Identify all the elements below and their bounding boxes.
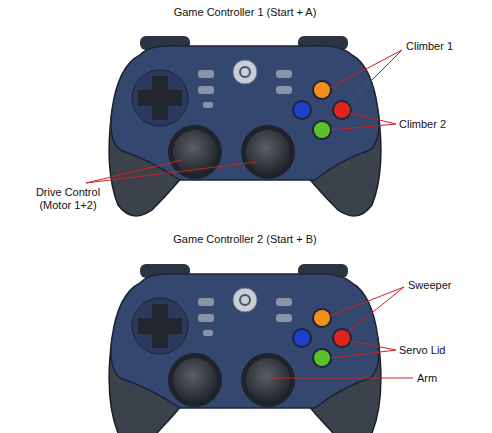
controller-title: Game Controller 2 (Start + B) — [173, 233, 316, 246]
leader-lines — [86, 50, 413, 378]
controller-title: Game Controller 1 (Start + A) — [174, 6, 317, 19]
game-controller — [109, 264, 381, 433]
function-label: Sweeper — [408, 279, 451, 292]
function-label: Climber 1 — [406, 40, 453, 53]
function-label: Drive Control (Motor 1+2) — [28, 186, 108, 212]
function-label: Arm — [417, 372, 437, 385]
game-controller — [109, 36, 381, 216]
function-label: Servo Lid — [399, 344, 445, 357]
function-label: Climber 2 — [399, 118, 446, 131]
